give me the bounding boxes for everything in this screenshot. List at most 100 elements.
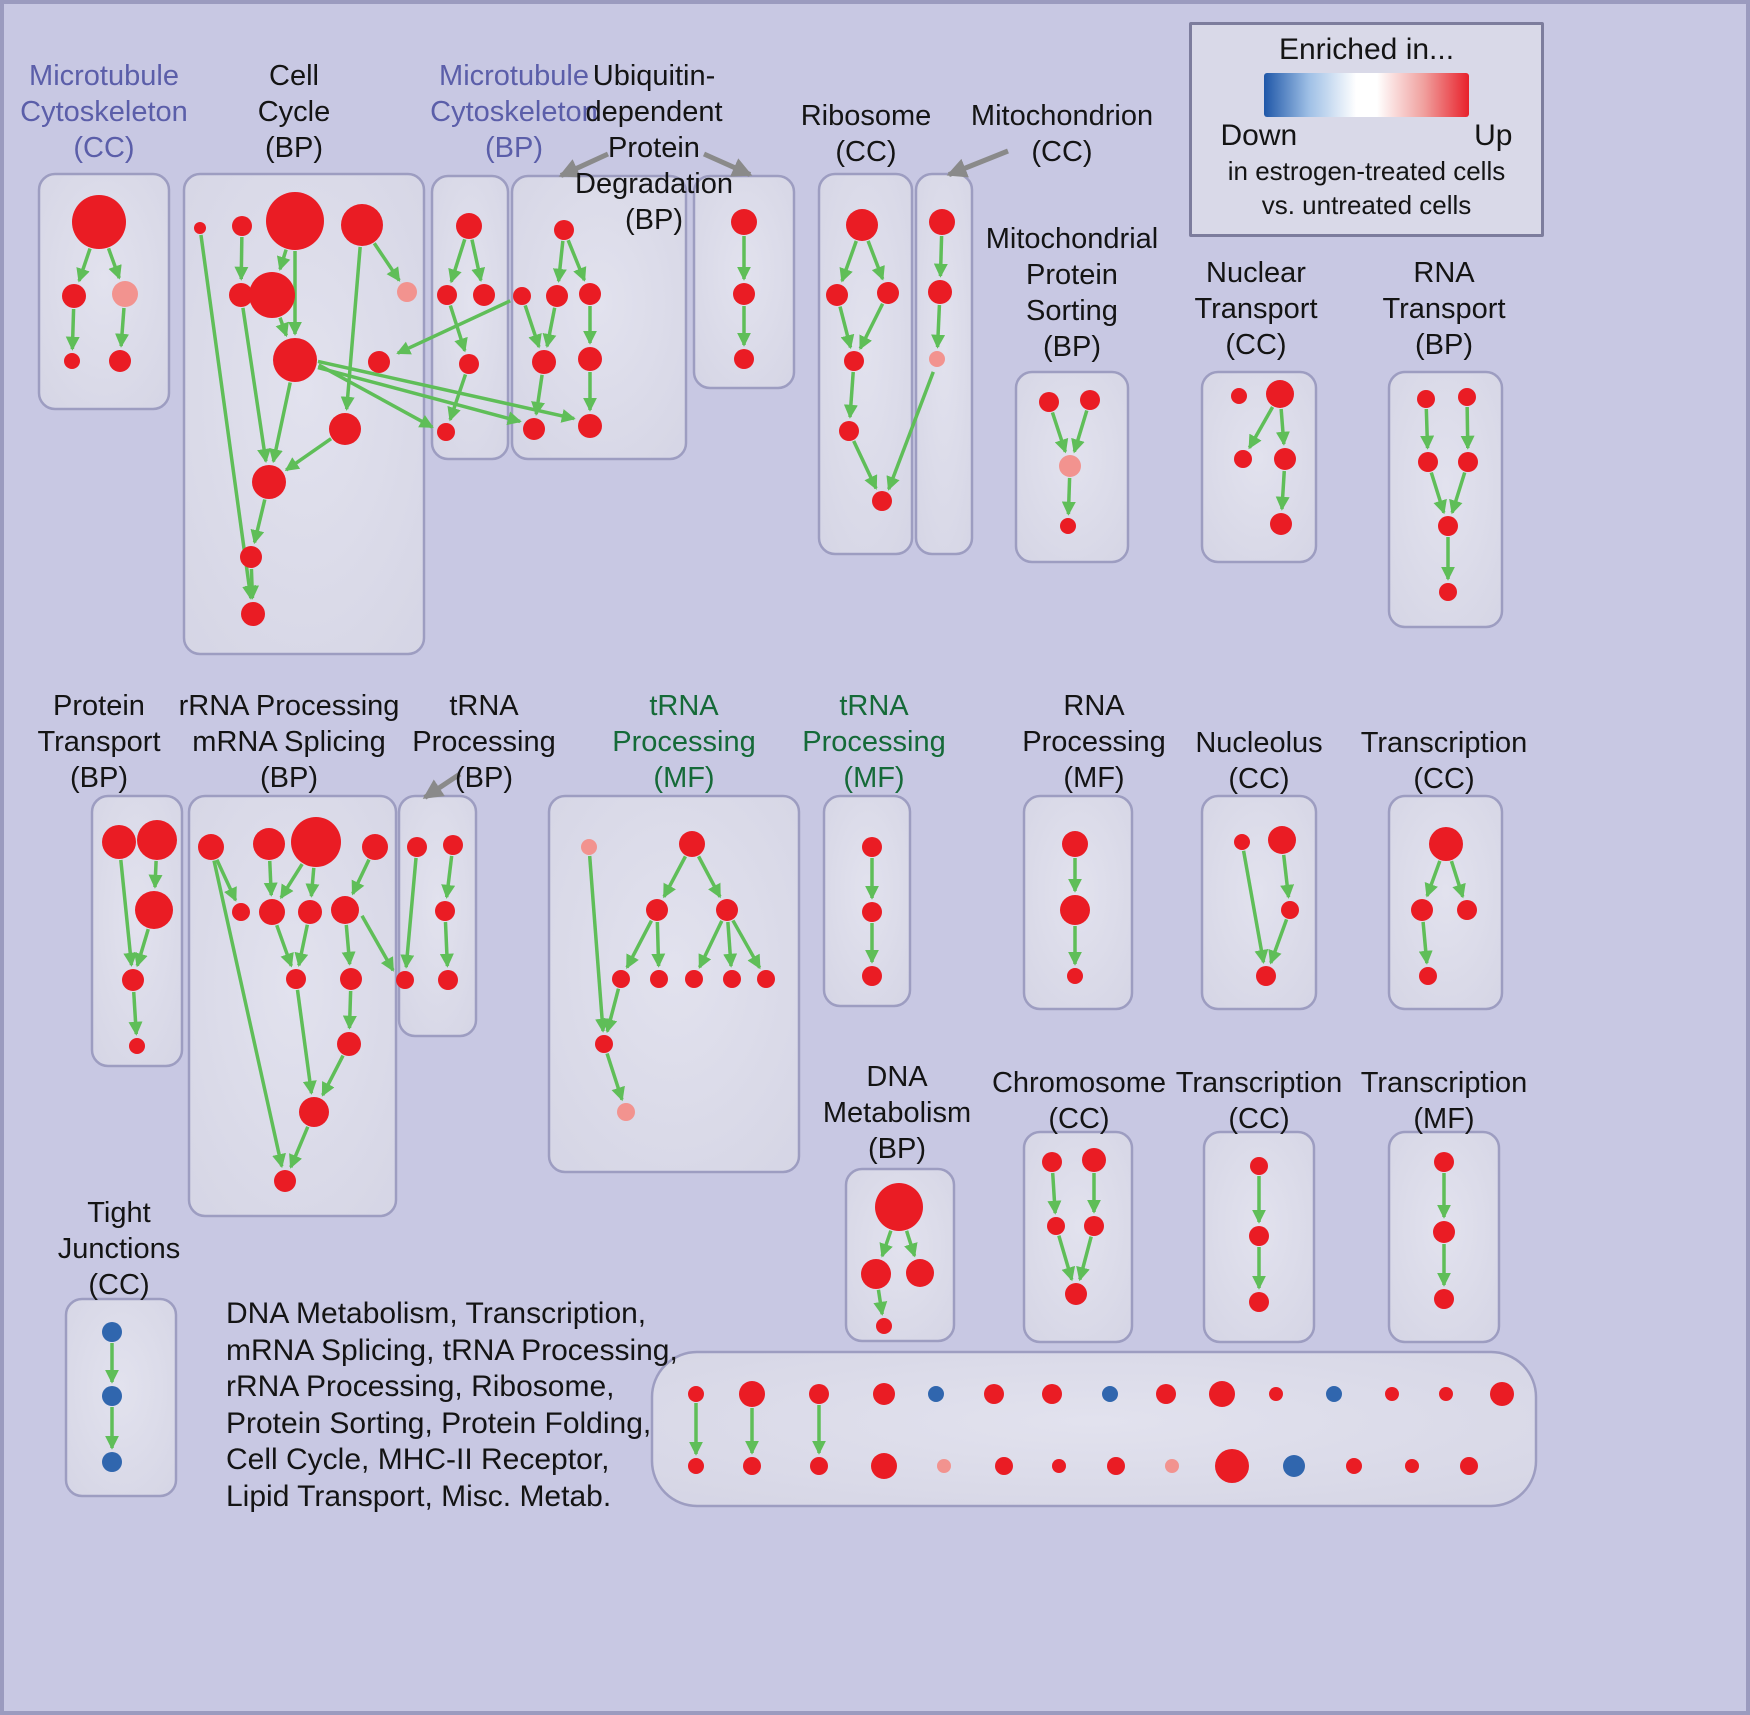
legend-axis-labels: Down Up <box>1221 119 1513 153</box>
cross-link-arrow <box>396 299 511 355</box>
edge-microtubule-cytoskeleton-cc <box>106 247 122 280</box>
edge-cell-cycle-bp <box>275 317 289 338</box>
node-trna-processing-bp-4 <box>438 970 458 990</box>
edge-trna-processing-mf-large <box>731 919 762 970</box>
box-chromosome-cc <box>1022 1130 1134 1344</box>
node-misc-summary-group-1 <box>739 1381 765 1407</box>
node-cell-cycle-bp-4 <box>229 283 253 307</box>
node-mitochondrion-cc-1 <box>928 280 952 304</box>
node-ribosome-cc-2 <box>877 282 899 304</box>
node-cell-cycle-bp-0 <box>194 222 206 234</box>
node-rna-transport-bp-4 <box>1438 516 1458 536</box>
node-transcription-cc-bottom-2 <box>1249 1292 1269 1312</box>
node-rrna-processing-mrna-splicing-bp-7 <box>331 896 359 924</box>
edge-ubiquitin-degradation-bp <box>552 240 567 283</box>
edge-rna-transport-bp <box>1449 471 1467 515</box>
box-nuclear-transport-cc <box>1200 370 1318 564</box>
node-ribosome-cc-3 <box>844 351 864 371</box>
edge-rrna-processing-mrna-splicing-bp <box>212 860 286 1169</box>
node-protein-transport-bp-0 <box>102 825 136 859</box>
node-misc-summary-group-7 <box>1102 1386 1118 1402</box>
node-ubiquitin-degradation-bp-4 <box>532 350 556 374</box>
edge-trna-processing-mf-large <box>651 921 666 968</box>
edge-cell-cycle-bp <box>269 382 292 464</box>
edge-cell-cycle-bp <box>372 242 401 282</box>
edge-nucleolus-cc <box>1280 854 1295 899</box>
node-ubiquitin-degradation-bp-5 <box>578 347 602 371</box>
node-tight-junctions-cc-1 <box>102 1386 122 1406</box>
node-rna-transport-bp-0 <box>1417 390 1435 408</box>
node-mitochondrial-protein-sorting-bp-0 <box>1039 392 1059 412</box>
node-ubiquitin-degradation-bp-6 <box>523 418 545 440</box>
node-ubiquitin-degradation-bp-2-2 <box>734 349 754 369</box>
node-trna-processing-mf-small-1 <box>862 902 882 922</box>
node-rrna-processing-mrna-splicing-bp-8 <box>286 969 306 989</box>
edge-rrna-processing-mrna-splicing-bp <box>321 1054 345 1097</box>
edge-dna-metabolism-bp <box>879 1230 893 1258</box>
node-trna-processing-mf-large-8 <box>757 970 775 988</box>
node-rna-transport-bp-3 <box>1458 452 1478 472</box>
edge-transcription-cc-mid <box>1418 921 1433 965</box>
node-rna-processing-mf-2 <box>1067 968 1083 984</box>
edge-trna-processing-mf-large <box>723 921 738 968</box>
node-rrna-processing-mrna-splicing-bp-2 <box>291 817 341 867</box>
node-misc-summary-group-5 <box>984 1384 1004 1404</box>
node-misc-summary-group-0 <box>688 1386 704 1402</box>
node-trna-processing-mf-large-5 <box>650 970 668 988</box>
node-nuclear-transport-cc-0 <box>1231 388 1247 404</box>
node-rna-processing-mf-1 <box>1060 895 1090 925</box>
node-microtubule-cytoskeleton-cc-3 <box>64 353 80 369</box>
edge-microtubule-cytoskeleton-bp <box>448 304 468 353</box>
node-ribosome-cc-5 <box>872 491 892 511</box>
node-misc-summary-group-26 <box>1346 1458 1362 1474</box>
node-cell-cycle-bp-10 <box>252 465 286 499</box>
node-ubiquitin-degradation-bp-2 <box>546 285 568 307</box>
node-rrna-processing-mrna-splicing-bp-6 <box>298 900 322 924</box>
edge-ubiquitin-degradation-bp <box>542 307 557 349</box>
node-rrna-processing-mrna-splicing-bp-9 <box>340 968 362 990</box>
edge-rna-transport-bp <box>1460 406 1475 450</box>
node-nuclear-transport-cc-2 <box>1234 450 1252 468</box>
box-mitochondrion-cc <box>914 172 974 556</box>
cross-link-arrow <box>317 365 522 426</box>
node-trna-processing-mf-large-1 <box>679 831 705 857</box>
node-misc-summary-group-9 <box>1209 1381 1235 1407</box>
edge-cell-cycle-bp <box>250 499 267 545</box>
node-transcription-cc-mid-3 <box>1419 967 1437 985</box>
edge-cell-cycle-bp <box>241 307 271 463</box>
node-rna-processing-mf-0 <box>1062 831 1088 857</box>
box-misc-summary-group <box>650 1350 1538 1508</box>
node-rrna-processing-mrna-splicing-bp-10 <box>337 1032 361 1056</box>
node-microtubule-cytoskeleton-bp-1 <box>437 285 457 305</box>
node-transcription-cc-bottom-0 <box>1250 1157 1268 1175</box>
node-misc-summary-group-10 <box>1269 1387 1283 1401</box>
legend-down-label: Down <box>1220 119 1298 152</box>
node-chromosome-cc-2 <box>1047 1217 1065 1235</box>
node-mitochondrion-cc-2 <box>929 351 945 367</box>
cross-link-arrow <box>317 359 576 423</box>
node-mitochondrion-cc-0 <box>929 209 955 235</box>
node-trna-processing-mf-large-4 <box>612 970 630 988</box>
node-rrna-processing-mrna-splicing-bp-12 <box>274 1170 296 1192</box>
edge-microtubule-cytoskeleton-cc <box>115 307 130 348</box>
node-misc-summary-group-22 <box>1107 1457 1125 1475</box>
node-dna-metabolism-bp-3 <box>876 1318 892 1334</box>
box-dna-metabolism-bp <box>844 1167 956 1343</box>
node-cell-cycle-bp-2 <box>266 192 324 250</box>
node-ubiquitin-degradation-bp-7 <box>578 414 602 438</box>
node-microtubule-cytoskeleton-cc-0 <box>72 195 126 249</box>
legend-gradient-bar <box>1264 73 1469 117</box>
legend-subtitle-line1: in estrogen-treated cells <box>1227 156 1506 186</box>
legend-subtitle-line2: vs. untreated cells <box>1261 189 1472 220</box>
node-misc-summary-group-11 <box>1326 1386 1342 1402</box>
node-rrna-processing-mrna-splicing-bp-3 <box>362 834 388 860</box>
node-trna-processing-mf-small-2 <box>862 966 882 986</box>
edge-chromosome-cc <box>1076 1236 1093 1282</box>
edge-mitochondrial-protein-sorting-bp <box>1050 411 1069 454</box>
node-nuclear-transport-cc-3 <box>1274 448 1296 470</box>
edge-mitochondrial-protein-sorting-bp <box>1071 410 1089 454</box>
node-cell-cycle-bp-3 <box>341 204 383 246</box>
node-trna-processing-bp-1 <box>443 835 463 855</box>
edge-rrna-processing-mrna-splicing-bp <box>263 860 278 897</box>
